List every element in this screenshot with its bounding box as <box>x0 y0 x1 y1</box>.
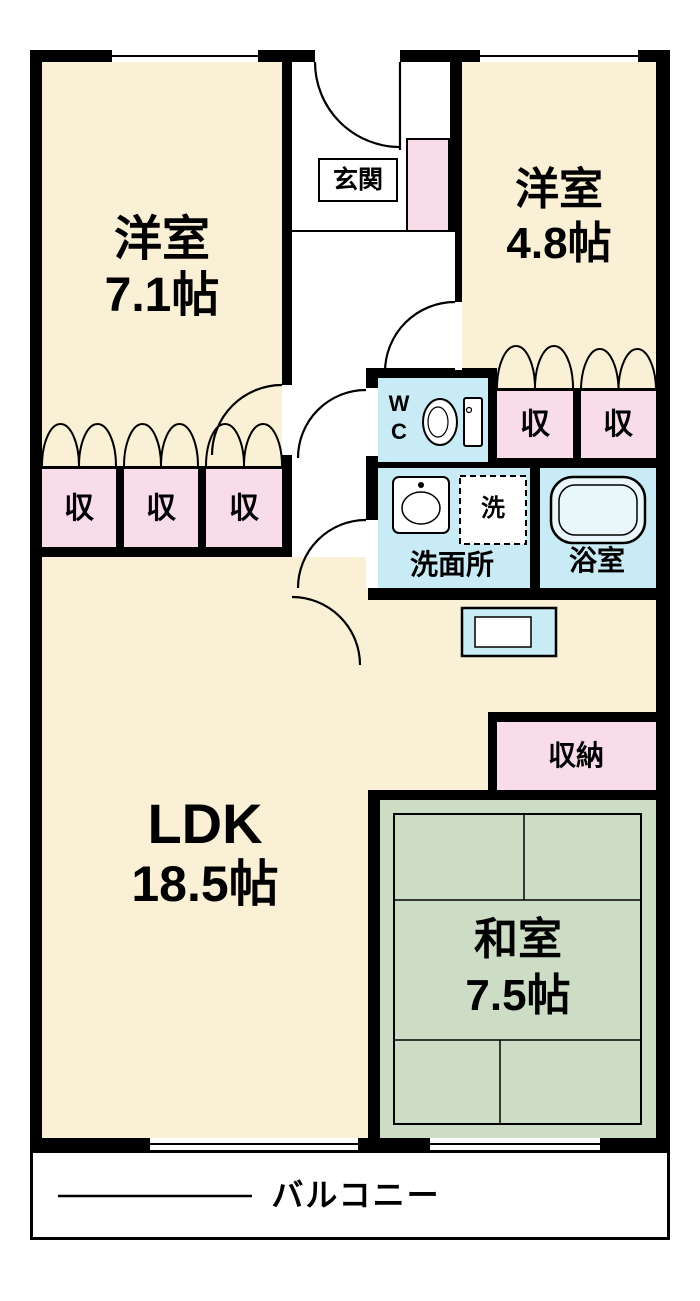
closet-label-4: 収 <box>520 408 550 441</box>
washroom-label: 洗面所 <box>409 549 495 580</box>
entrance-label: 玄関 <box>332 165 383 194</box>
ldk-floor-main <box>42 557 368 1138</box>
closet-front-line-right <box>497 388 656 391</box>
closet-label-5: 収 <box>603 408 633 441</box>
door-arc-western2 <box>383 300 456 373</box>
closet-front-line-left <box>42 466 282 469</box>
closet-4 <box>497 391 573 458</box>
door-arc-toilet <box>296 388 367 459</box>
toilet-label-c: C <box>391 419 407 444</box>
balcony-label: バルコニー <box>271 1177 441 1213</box>
door-arc-western1 <box>210 383 283 456</box>
bathroom-label: 浴室 <box>568 545 626 576</box>
door-arcs <box>210 61 456 666</box>
ldk-size: 18.5帖 <box>131 856 279 912</box>
door-arc-ldk <box>291 595 362 666</box>
door-gap-western1 <box>282 385 292 455</box>
closet-5 <box>581 391 656 458</box>
entrance-step-line <box>292 230 450 232</box>
ldk-name: LDK <box>147 792 263 855</box>
closet-label-1: 収 <box>64 492 94 525</box>
closet-2 <box>124 469 198 547</box>
door-arc-entrance <box>313 61 401 149</box>
kitchen-counter <box>460 606 558 658</box>
washer-box <box>459 475 527 545</box>
bathtub-icon <box>549 475 647 545</box>
ldk-floor-corridor <box>366 712 488 790</box>
closet-3 <box>206 469 282 547</box>
door-gap-toilet <box>366 388 378 456</box>
toilet-label-w: W <box>388 391 410 416</box>
toilet-icon <box>422 397 483 447</box>
western2-size: 4.8帖 <box>506 219 612 268</box>
window-lines <box>112 55 638 1145</box>
closet-1 <box>42 469 116 547</box>
sink-icon <box>392 476 450 534</box>
hallway-upper-floor <box>292 232 455 368</box>
western1-size: 7.1帖 <box>104 269 220 322</box>
entrance-door-gap <box>315 50 400 62</box>
western1-name: 洋室 <box>113 213 211 266</box>
entrance-label-box: 玄関 <box>318 158 398 202</box>
closet-label-3: 収 <box>229 492 259 525</box>
laundry-label: 洗 <box>481 495 505 522</box>
closet-door-arcs <box>41 345 657 467</box>
door-gap-washroom <box>366 520 378 588</box>
japanese-room-floor <box>380 800 656 1138</box>
closet-label-2: 収 <box>146 492 176 525</box>
storage-label: 収納 <box>547 740 605 771</box>
western2-name: 洋室 <box>515 165 603 214</box>
door-arc-washroom <box>296 518 367 589</box>
storage-room-floor <box>497 722 656 790</box>
room-western2-floor <box>462 62 656 368</box>
door-gap-western2 <box>455 302 462 370</box>
japanese-size: 7.5帖 <box>465 971 571 1020</box>
tatami-grid <box>393 813 642 1125</box>
japanese-name: 和室 <box>474 915 562 964</box>
